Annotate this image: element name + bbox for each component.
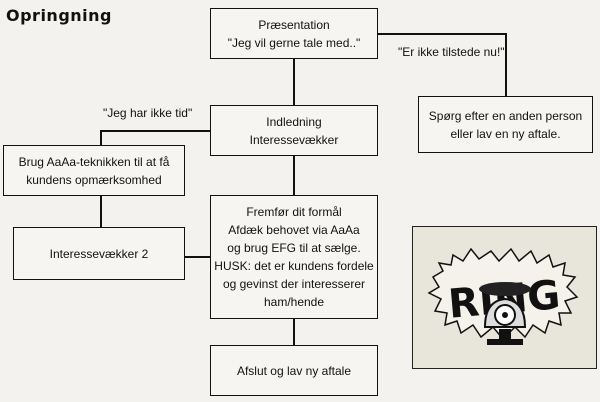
node-text: eller lav en ny aftale. xyxy=(450,126,561,141)
edge-label-no-time: "Jeg har ikke tid" xyxy=(103,106,193,120)
node-close: Afslut og lav ny aftale xyxy=(210,345,378,396)
connector xyxy=(505,33,507,96)
connector xyxy=(293,155,295,195)
node-text: Afdæk behovet via AaAa xyxy=(228,223,360,237)
node-text: Interessevækker 2 xyxy=(49,246,149,261)
connector xyxy=(100,130,210,132)
node-text: Fremfør dit formål xyxy=(246,205,342,219)
node-text: Interessevækker xyxy=(249,132,339,147)
node-text: kundens opmærksomhed xyxy=(26,172,162,187)
node-text: Spørg efter en anden person xyxy=(428,108,583,123)
connector xyxy=(293,318,295,345)
node-text: Indledning xyxy=(266,114,322,129)
node-technique: Brug AaAa-teknikken til at få kundens op… xyxy=(3,145,185,196)
node-text: Præsentation xyxy=(258,17,330,32)
node-text: og brug EFG til at sælge. xyxy=(227,241,361,255)
edge-label-not-present: "Er ikke tilstede nu!" xyxy=(398,45,505,59)
ringing-telephone-illustration: RING xyxy=(412,226,597,369)
connector xyxy=(377,33,506,35)
node-presentation: Præsentation "Jeg vil gerne tale med.." xyxy=(210,8,378,59)
node-text: "Jeg vil gerne tale med.." xyxy=(227,35,361,50)
node-text: ham/hende xyxy=(263,295,325,309)
connector xyxy=(293,58,295,105)
node-text: HUSK: det er kundens fordele xyxy=(214,259,374,273)
node-text: og gevinst der interesserer xyxy=(222,277,366,291)
node-interest2: Interessevækker 2 xyxy=(13,227,185,280)
node-text: Afslut og lav ny aftale xyxy=(236,363,352,378)
ringing-telephone-icon: RING xyxy=(427,247,579,345)
connector xyxy=(100,195,102,227)
node-intro: Indledning Interessevækker xyxy=(210,105,378,156)
diagram-title: Opringning xyxy=(6,6,112,25)
connector xyxy=(100,130,102,145)
node-text: Brug AaAa-teknikken til at få xyxy=(18,154,170,169)
node-purpose: Fremfør dit formål Afdæk behovet via AaA… xyxy=(210,195,378,319)
node-other-person: Spørg efter en anden person eller lav en… xyxy=(418,96,593,153)
connector xyxy=(184,256,210,258)
